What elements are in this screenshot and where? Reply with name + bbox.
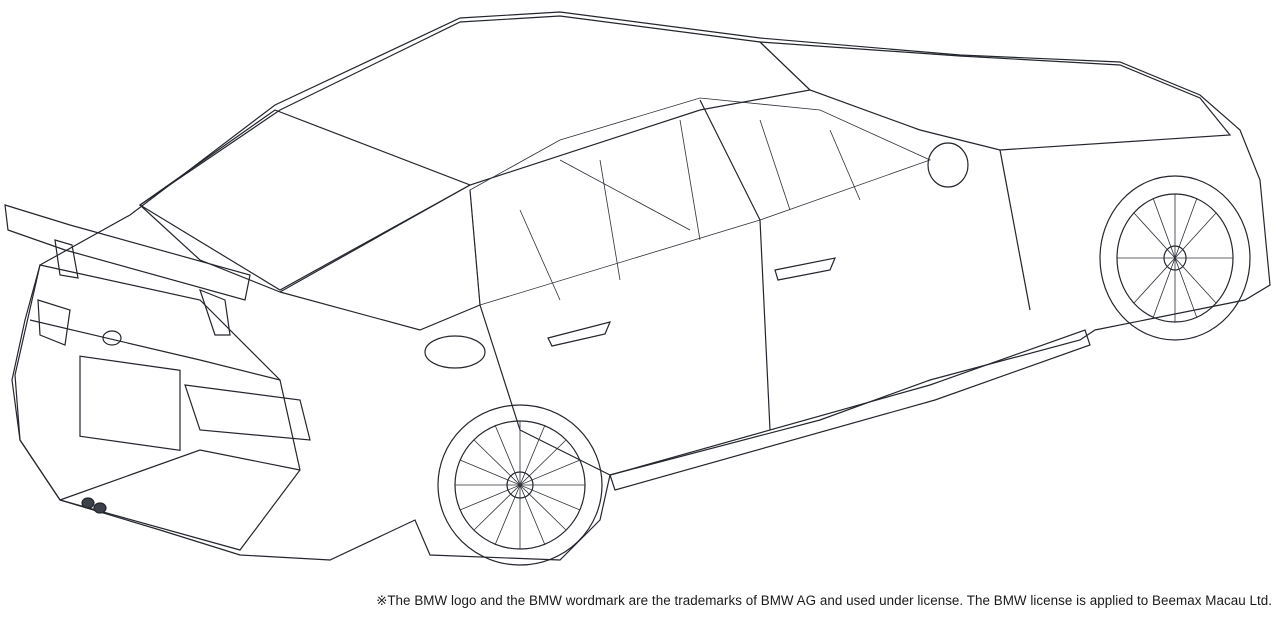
rear-fascia bbox=[14, 264, 301, 551]
side-windows bbox=[469, 97, 932, 306]
rear-badge bbox=[102, 330, 122, 346]
rear-wing bbox=[4, 204, 251, 336]
tail-light-left bbox=[37, 299, 71, 346]
roll-cage bbox=[519, 119, 861, 301]
car-body bbox=[11, 11, 1271, 561]
license-plate-recess bbox=[79, 355, 181, 451]
car-cad-illustration bbox=[4, 11, 1271, 566]
front-hood bbox=[758, 41, 1232, 151]
panel-lines bbox=[29, 99, 1031, 501]
door-handle-rear bbox=[547, 321, 612, 347]
trademark-disclaimer: ※The BMW logo and the BMW wordmark are t… bbox=[376, 593, 1272, 608]
door-handle-front bbox=[774, 257, 836, 281]
side-skirt bbox=[609, 329, 1091, 491]
fuel-cap bbox=[424, 335, 486, 369]
side-mirror bbox=[927, 142, 969, 188]
rear-wheel bbox=[437, 404, 603, 566]
exhaust-pipes bbox=[81, 497, 107, 514]
tail-light-right bbox=[184, 384, 311, 441]
rear-window bbox=[139, 109, 472, 293]
front-wheel bbox=[1099, 175, 1251, 341]
